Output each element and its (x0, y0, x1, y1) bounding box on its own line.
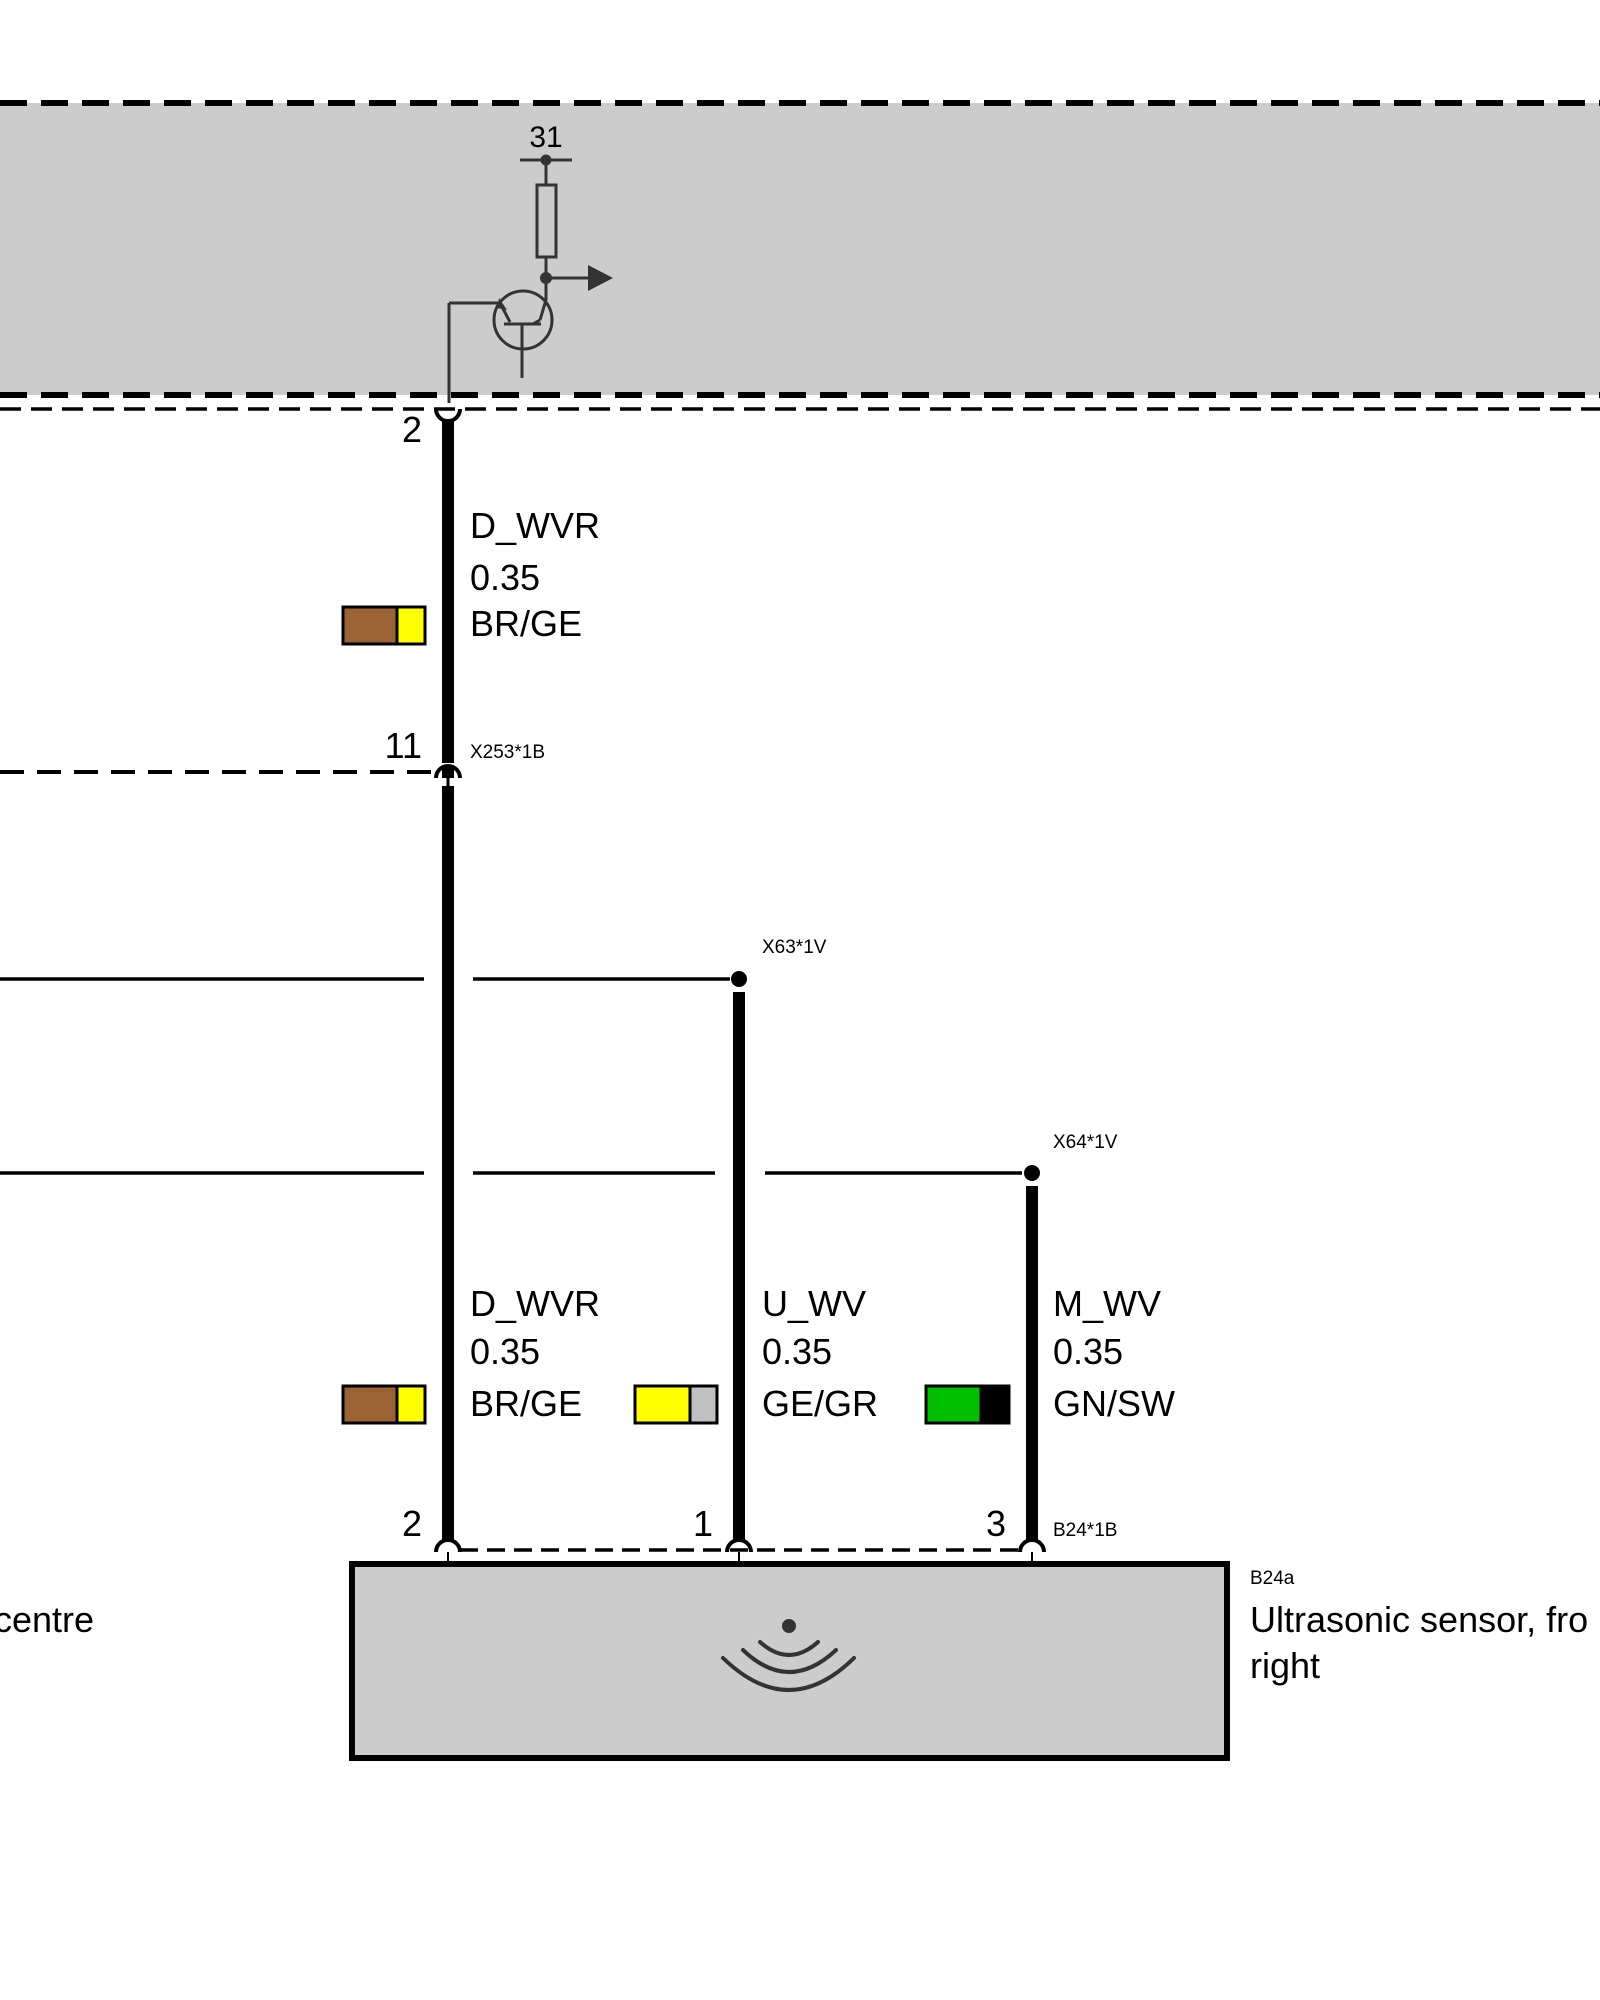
pin-number: 11 (385, 725, 422, 766)
wire-color-code: BR/GE (470, 603, 582, 644)
svg-text:GN/SW: GN/SW (1053, 1383, 1175, 1424)
connector-label: X253*1B (470, 742, 545, 763)
output-node-dot (540, 272, 552, 284)
svg-text:U_WV: U_WV (762, 1283, 866, 1324)
sensor-pins (434, 1538, 1046, 1553)
svg-text:BR/GE: BR/GE (470, 1383, 582, 1424)
svg-text:M_WV: M_WV (1053, 1283, 1161, 1324)
output-arrow-icon (588, 265, 613, 291)
splice-connector-label: X64*1V (1053, 1132, 1118, 1153)
svg-text:0.35: 0.35 (1053, 1331, 1123, 1372)
color-swatch-secondary (979, 1384, 1011, 1425)
wire-signal-label: D_WVR (470, 505, 600, 546)
color-swatch-primary (341, 1384, 399, 1425)
ultrasonic-wave-icon (721, 1619, 856, 1692)
svg-text:0.35: 0.35 (762, 1331, 832, 1372)
pin-socket (434, 408, 462, 423)
color-swatch-primary (633, 1384, 692, 1425)
wire-label-u-wv: U_WV 0.35 GE/GR (633, 1283, 878, 1425)
wire-label-m-wv: M_WV 0.35 GN/SW (924, 1283, 1175, 1425)
splice-dot (731, 971, 747, 987)
sensor-name-line1: Ultrasonic sensor, fro (1250, 1599, 1588, 1640)
wire-label-d-wvr: D_WVR 0.35 BR/GE (341, 1283, 600, 1425)
svg-text:D_WVR: D_WVR (470, 1283, 600, 1324)
color-swatch-secondary (395, 1384, 427, 1425)
emitter-arrow-icon (497, 298, 507, 310)
sensor-id: B24a (1250, 1568, 1295, 1589)
splice-dot (1024, 1165, 1040, 1181)
color-swatch-secondary (395, 605, 427, 646)
svg-text:0.35: 0.35 (470, 1331, 540, 1372)
pin-number: 1 (693, 1503, 713, 1544)
wire-color-swatch (341, 605, 427, 646)
sensor-connector-label: B24*1B (1053, 1520, 1117, 1541)
svg-text:GE/GR: GE/GR (762, 1383, 878, 1424)
ground-node-dot (540, 154, 552, 166)
ultrasonic-sensor-box[interactable] (349, 1561, 1230, 1761)
transistor-circuit-icon (447, 158, 590, 403)
splice-connector-label: X63*1V (762, 937, 827, 958)
ground-terminal-label: 31 (529, 121, 562, 154)
pin-number: 3 (986, 1503, 1006, 1544)
pin-number: 2 (402, 409, 422, 450)
control-unit-box (0, 103, 1600, 395)
sensor-name-line2: right (1250, 1645, 1320, 1686)
color-swatch-secondary (688, 1384, 719, 1425)
color-swatch-primary (341, 605, 399, 646)
wire-cross-section: 0.35 (470, 557, 540, 598)
adjacent-component-label: centre (0, 1599, 94, 1640)
bus-lines (0, 977, 1022, 1175)
pin-number: 2 (402, 1503, 422, 1544)
color-swatch-primary (924, 1384, 983, 1425)
